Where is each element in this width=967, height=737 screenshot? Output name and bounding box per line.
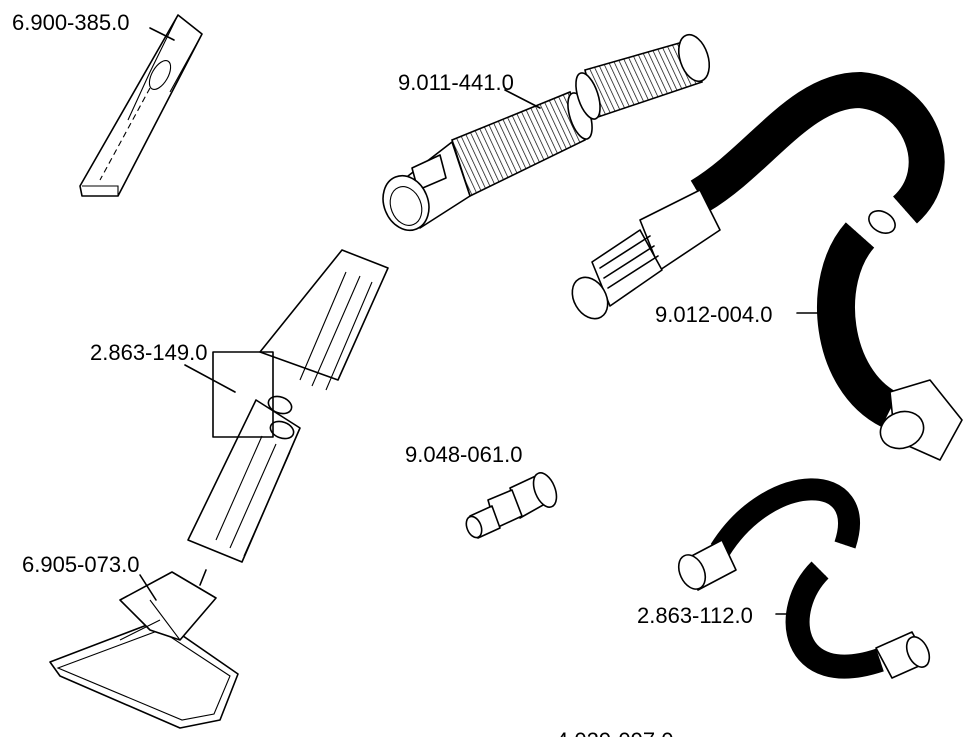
crevice-nozzle [79, 14, 203, 197]
leader-upholstery-nozzle [139, 574, 157, 601]
suction-tubes [187, 249, 389, 586]
part-label-suction-hose-small: 2.863-112.0 [637, 603, 753, 628]
part-label-suction-tubes: 2.863-149.0 [90, 340, 207, 365]
leader-suction-tubes [184, 364, 236, 393]
part-label-upholstery-nozzle: 6.905-073.0 [22, 552, 139, 577]
upholstery-nozzle [49, 571, 239, 729]
part-label-adapter: 9.048-061.0 [405, 442, 522, 467]
leader-suction-hose-extension [504, 89, 541, 109]
suction-hose-small [677, 478, 931, 679]
leader-crevice-nozzle [149, 27, 175, 41]
suction-hose-large [571, 71, 963, 461]
part-label-partial-bottom: 4.029-097.0 [556, 728, 673, 737]
suction-hose-extension [382, 33, 711, 232]
part-label-suction-hose-large: 9.012-004.0 [655, 302, 772, 327]
part-label-crevice-nozzle: 6.900-385.0 [12, 10, 129, 35]
adapter [465, 472, 558, 539]
part-label-suction-hose-extension: 9.011-441.0 [398, 70, 514, 95]
